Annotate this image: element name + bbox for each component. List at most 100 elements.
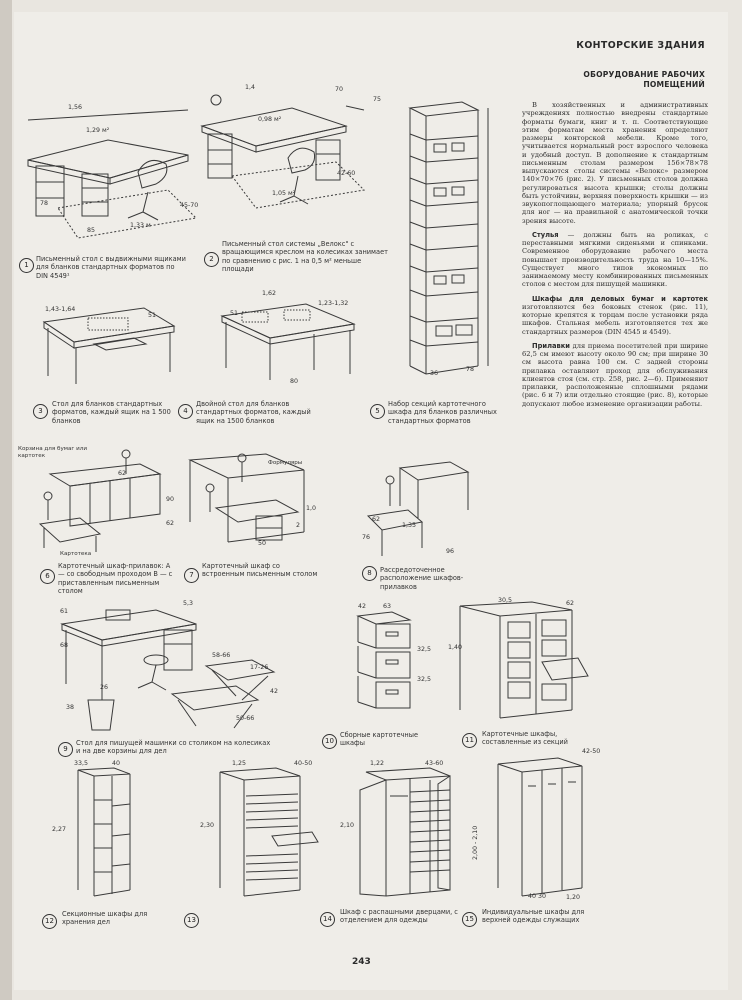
figure-5-drawing [402, 100, 502, 384]
dim-f3-b: 51 [148, 312, 157, 319]
figure-3-caption: Стол для бланков стандартных форматов, к… [52, 400, 171, 425]
lead-counters: Прилавки [532, 341, 570, 350]
dim-f13-b: 40-50 [294, 760, 313, 767]
subsection-title-line1: ОБОРУДОВАНИЕ РАБОЧИХ [583, 70, 705, 79]
figure-1-number: 1 [19, 258, 34, 273]
dim-f11-c: 1,40 [448, 644, 463, 651]
dim-f2-top: 1,4 [245, 84, 256, 91]
page-number: 243 [352, 957, 371, 967]
dim-f5-b: 78 [466, 366, 475, 373]
dim-f2-area: 0,98 м² [258, 116, 282, 123]
dim-f7-c: 2 [296, 522, 301, 529]
text-column: В хозяйственных и административных учреж… [522, 101, 708, 408]
dim-f9-e: 38 [66, 704, 75, 711]
dim-f9-a: 61 [60, 608, 69, 615]
dim-f9-d: 26 [100, 684, 109, 691]
figure-15-caption: Индивидуальные шкафы для верхней одежды … [482, 908, 585, 925]
figure-10-caption: Сборные картотечные шкафы [340, 731, 419, 748]
dim-f4-b: 51 [230, 310, 239, 317]
dim-f9-c: 68 [60, 642, 69, 649]
figure-15-drawing [488, 756, 588, 904]
dim-f11-a: 30,5 [498, 597, 513, 604]
figure-6-number: 6 [40, 569, 55, 584]
dim-f13-a: 1,25 [232, 760, 247, 767]
dim-f10-d: 32,5 [417, 676, 432, 683]
figure-13-number: 13 [184, 913, 199, 928]
body-counters: для приема посетителей при ширине 62,5 с… [522, 341, 708, 408]
figure-3-drawing [34, 300, 184, 390]
dim-f14-a: 1,22 [370, 760, 385, 767]
dim-f9-i: 50-66 [236, 715, 255, 722]
dim-f1-b: 45-70 [180, 202, 199, 209]
figure-7-number: 7 [184, 568, 199, 583]
figure-12-drawing [64, 766, 144, 902]
figure-14-number: 14 [320, 912, 335, 927]
book-binding [0, 0, 12, 1000]
dim-f6-b: 62 [166, 520, 175, 527]
dim-f9-f: 58-66 [212, 652, 231, 659]
subsection-title: ОБОРУДОВАНИЕ РАБОЧИХ ПОМЕЩЕНИЙ [555, 70, 705, 90]
body-chairs: — должны быть на роликах, с переставными… [522, 230, 708, 289]
dim-f6-c: 62 [118, 470, 127, 477]
figure-11-caption: Картотечные шкафы, составленные из секци… [482, 730, 568, 747]
dim-f14-b: 43-60 [425, 760, 444, 767]
figure-8-number: 8 [362, 566, 377, 581]
dim-f2-floor: 1,05 м² [272, 190, 296, 197]
dim-f12-c: 2,27 [52, 826, 67, 833]
figure-4-caption: Двойной стол для бланков стандартных фор… [196, 400, 311, 425]
figure-7-drawing [186, 452, 336, 556]
dim-f8-c: 96 [446, 548, 455, 555]
dim-f14-c: 2,10 [340, 822, 355, 829]
dim-f12-a: 33,5 [74, 760, 89, 767]
dim-f15-c: 40 30 [528, 893, 547, 900]
figure-11-drawing [452, 600, 592, 724]
dim-f4-d: 80 [290, 378, 299, 385]
lead-chairs: Стулья [532, 230, 559, 239]
dim-f7-b: 50 [258, 540, 267, 547]
book-page [14, 12, 728, 990]
dim-f8-a: 1,35 [402, 522, 417, 529]
dim-f11-b: 62 [566, 600, 575, 607]
figure-9-number: 9 [58, 742, 73, 757]
dim-f7-a: 1,0 [306, 505, 317, 512]
dim-f9-h: 42 [270, 688, 279, 695]
paragraph-chairs: Стулья — должны быть на роликах, с перес… [522, 231, 708, 289]
figure-2-number: 2 [204, 252, 219, 267]
figure-8-drawing [360, 460, 480, 560]
figure-3-number: 3 [33, 404, 48, 419]
figure-10-drawing [352, 608, 438, 718]
dim-f6-a: 90 [166, 496, 175, 503]
figure-8-caption: Рассредоточенное расположение шкафов-при… [380, 566, 464, 591]
dim-f1-depth: 85 [87, 227, 96, 234]
figure-13-drawing [212, 766, 322, 902]
figure-5-number: 5 [370, 404, 385, 419]
dim-f1-area: 1,29 м² [86, 127, 110, 134]
dim-f2-chair: 42-60 [337, 170, 356, 177]
dim-f9-b: 5,3 [183, 600, 194, 607]
figure-14-caption: Шкаф с распашными дверцами, с отделением… [340, 908, 458, 925]
figure-5-caption: Набор секций картотечного шкафа для блан… [388, 400, 497, 425]
figure-10-number: 10 [322, 734, 337, 749]
dim-f2-side: 70 [335, 86, 344, 93]
dim-f1-a: 1,33 м [130, 222, 151, 229]
figure-1-caption: Письменный стол с выдвижными ящиками для… [36, 255, 186, 280]
dim-f15-d: 1,20 [566, 894, 581, 901]
label-f6-cards: Картотека [60, 551, 92, 557]
figure-15-number: 15 [462, 912, 477, 927]
figure-2-drawing [196, 92, 394, 240]
body-cabinets: изготовляются без боковых стенок (рис. 1… [522, 302, 708, 336]
lead-cabinets: Шкафы для деловых бумаг и картотек [532, 294, 708, 303]
dim-f5-a: 36 [430, 370, 439, 377]
dim-f1-width: 1,56 [68, 104, 83, 111]
figure-9-caption: Стол для пишущей машинки со столиком на … [76, 739, 271, 756]
dim-f3-a: 1,43-1,64 [45, 306, 76, 313]
paragraph-cabinets: Шкафы для деловых бумаг и картотек изгот… [522, 295, 708, 336]
dim-f15-a: 42-50 [582, 748, 601, 755]
figure-9-drawing [46, 600, 282, 736]
figure-6-drawing [30, 444, 180, 556]
figure-12-number: 12 [42, 914, 57, 929]
figure-11-number: 11 [462, 733, 477, 748]
dim-f8-d: 62 [372, 516, 381, 523]
figure-1-drawing [18, 100, 208, 240]
label-f6-basket: Корзина для бумаг или картотек [18, 446, 87, 459]
